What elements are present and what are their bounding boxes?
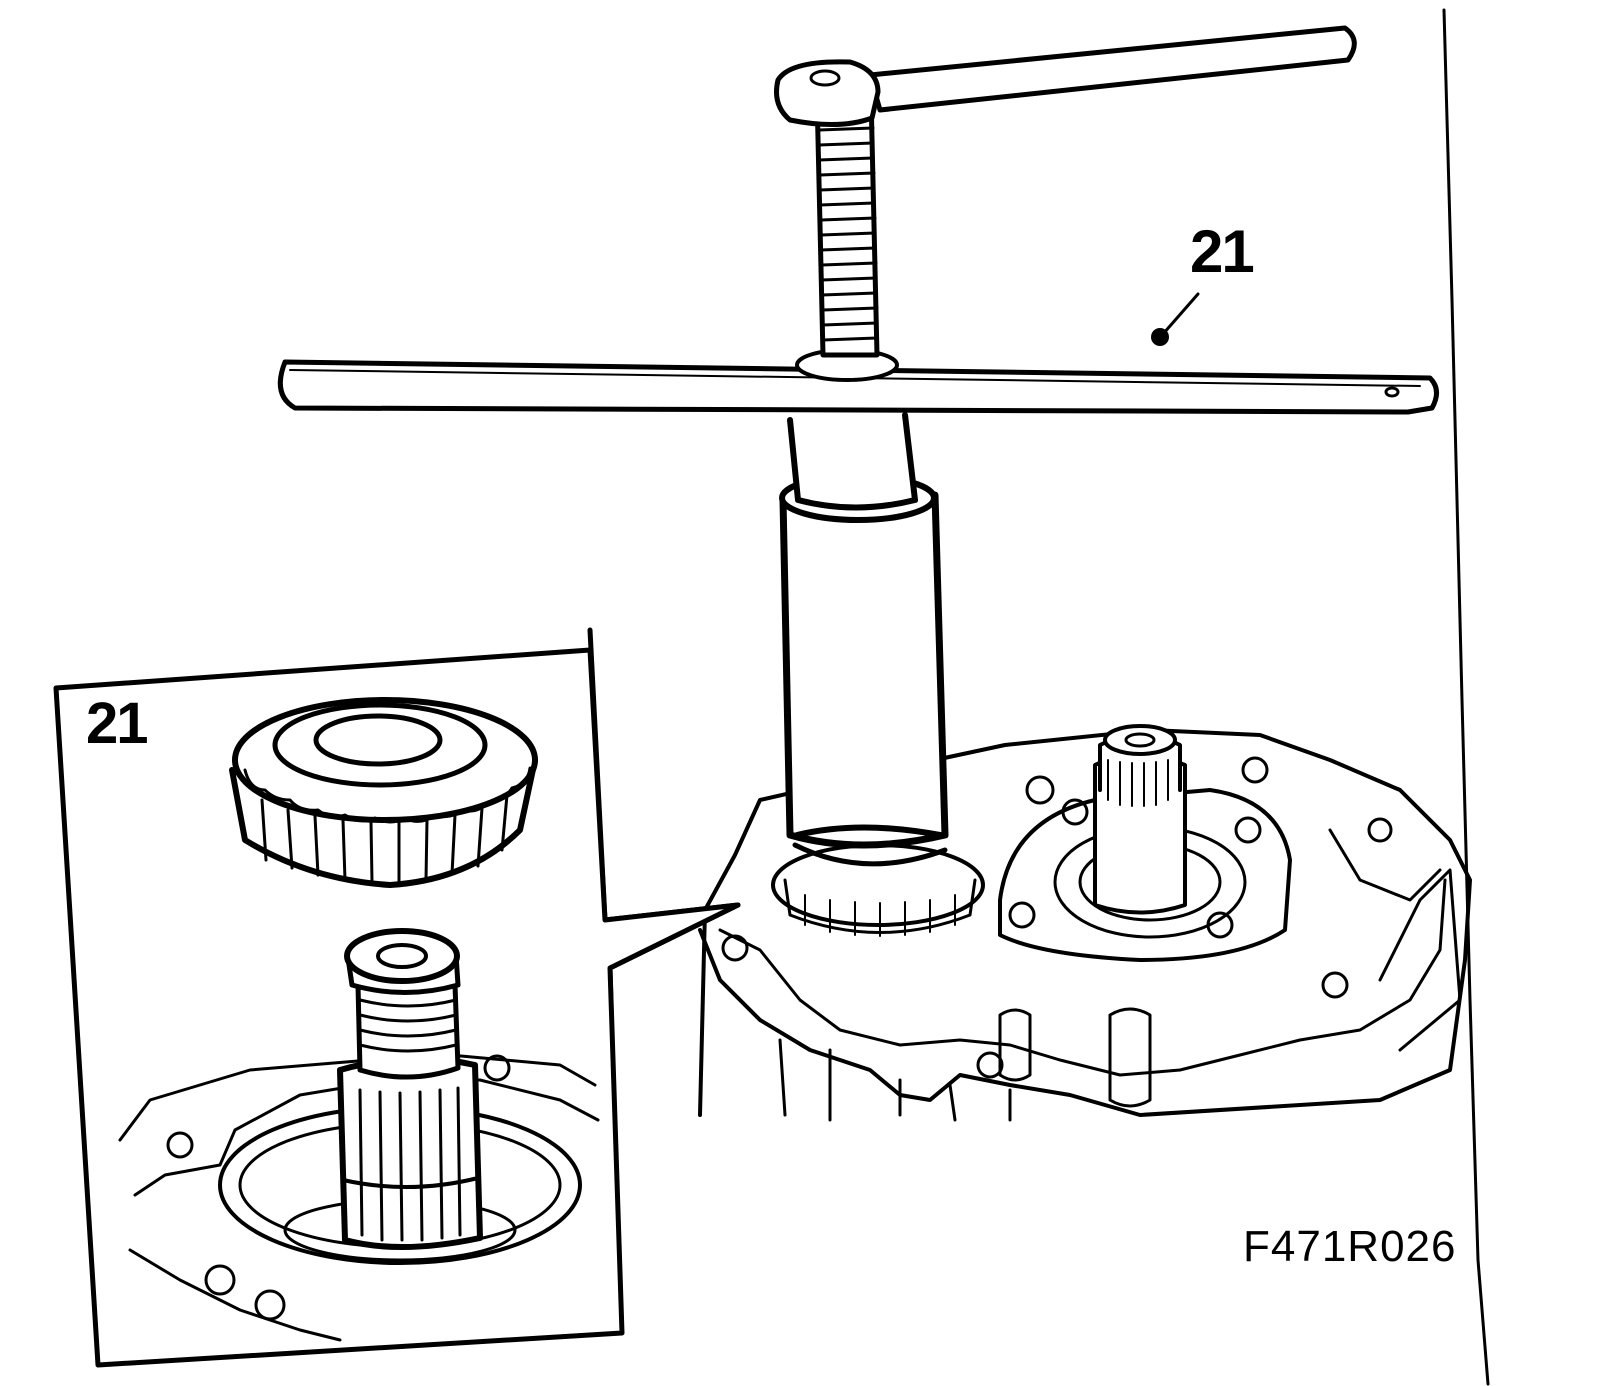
ratchet-handle [774, 25, 1357, 127]
tool-crossbar [277, 348, 1439, 415]
threaded-spindle [814, 92, 880, 358]
inset-tapered-bearing [229, 697, 538, 888]
callout-leader [1151, 292, 1200, 346]
page-border [1442, 8, 1490, 1386]
figure-reference-code: F471R026 [1243, 1222, 1457, 1271]
gearbox-housing [698, 728, 1472, 1122]
inset-shaft [337, 928, 483, 1250]
callout-number-21: 21 [1190, 218, 1255, 285]
output-shaft [1093, 724, 1187, 915]
press-tool-inner-shaft [787, 412, 918, 511]
press-tool-sleeve [779, 473, 949, 867]
bearing-in-housing [771, 843, 985, 937]
inset-callout-number-21: 21 [86, 691, 148, 756]
